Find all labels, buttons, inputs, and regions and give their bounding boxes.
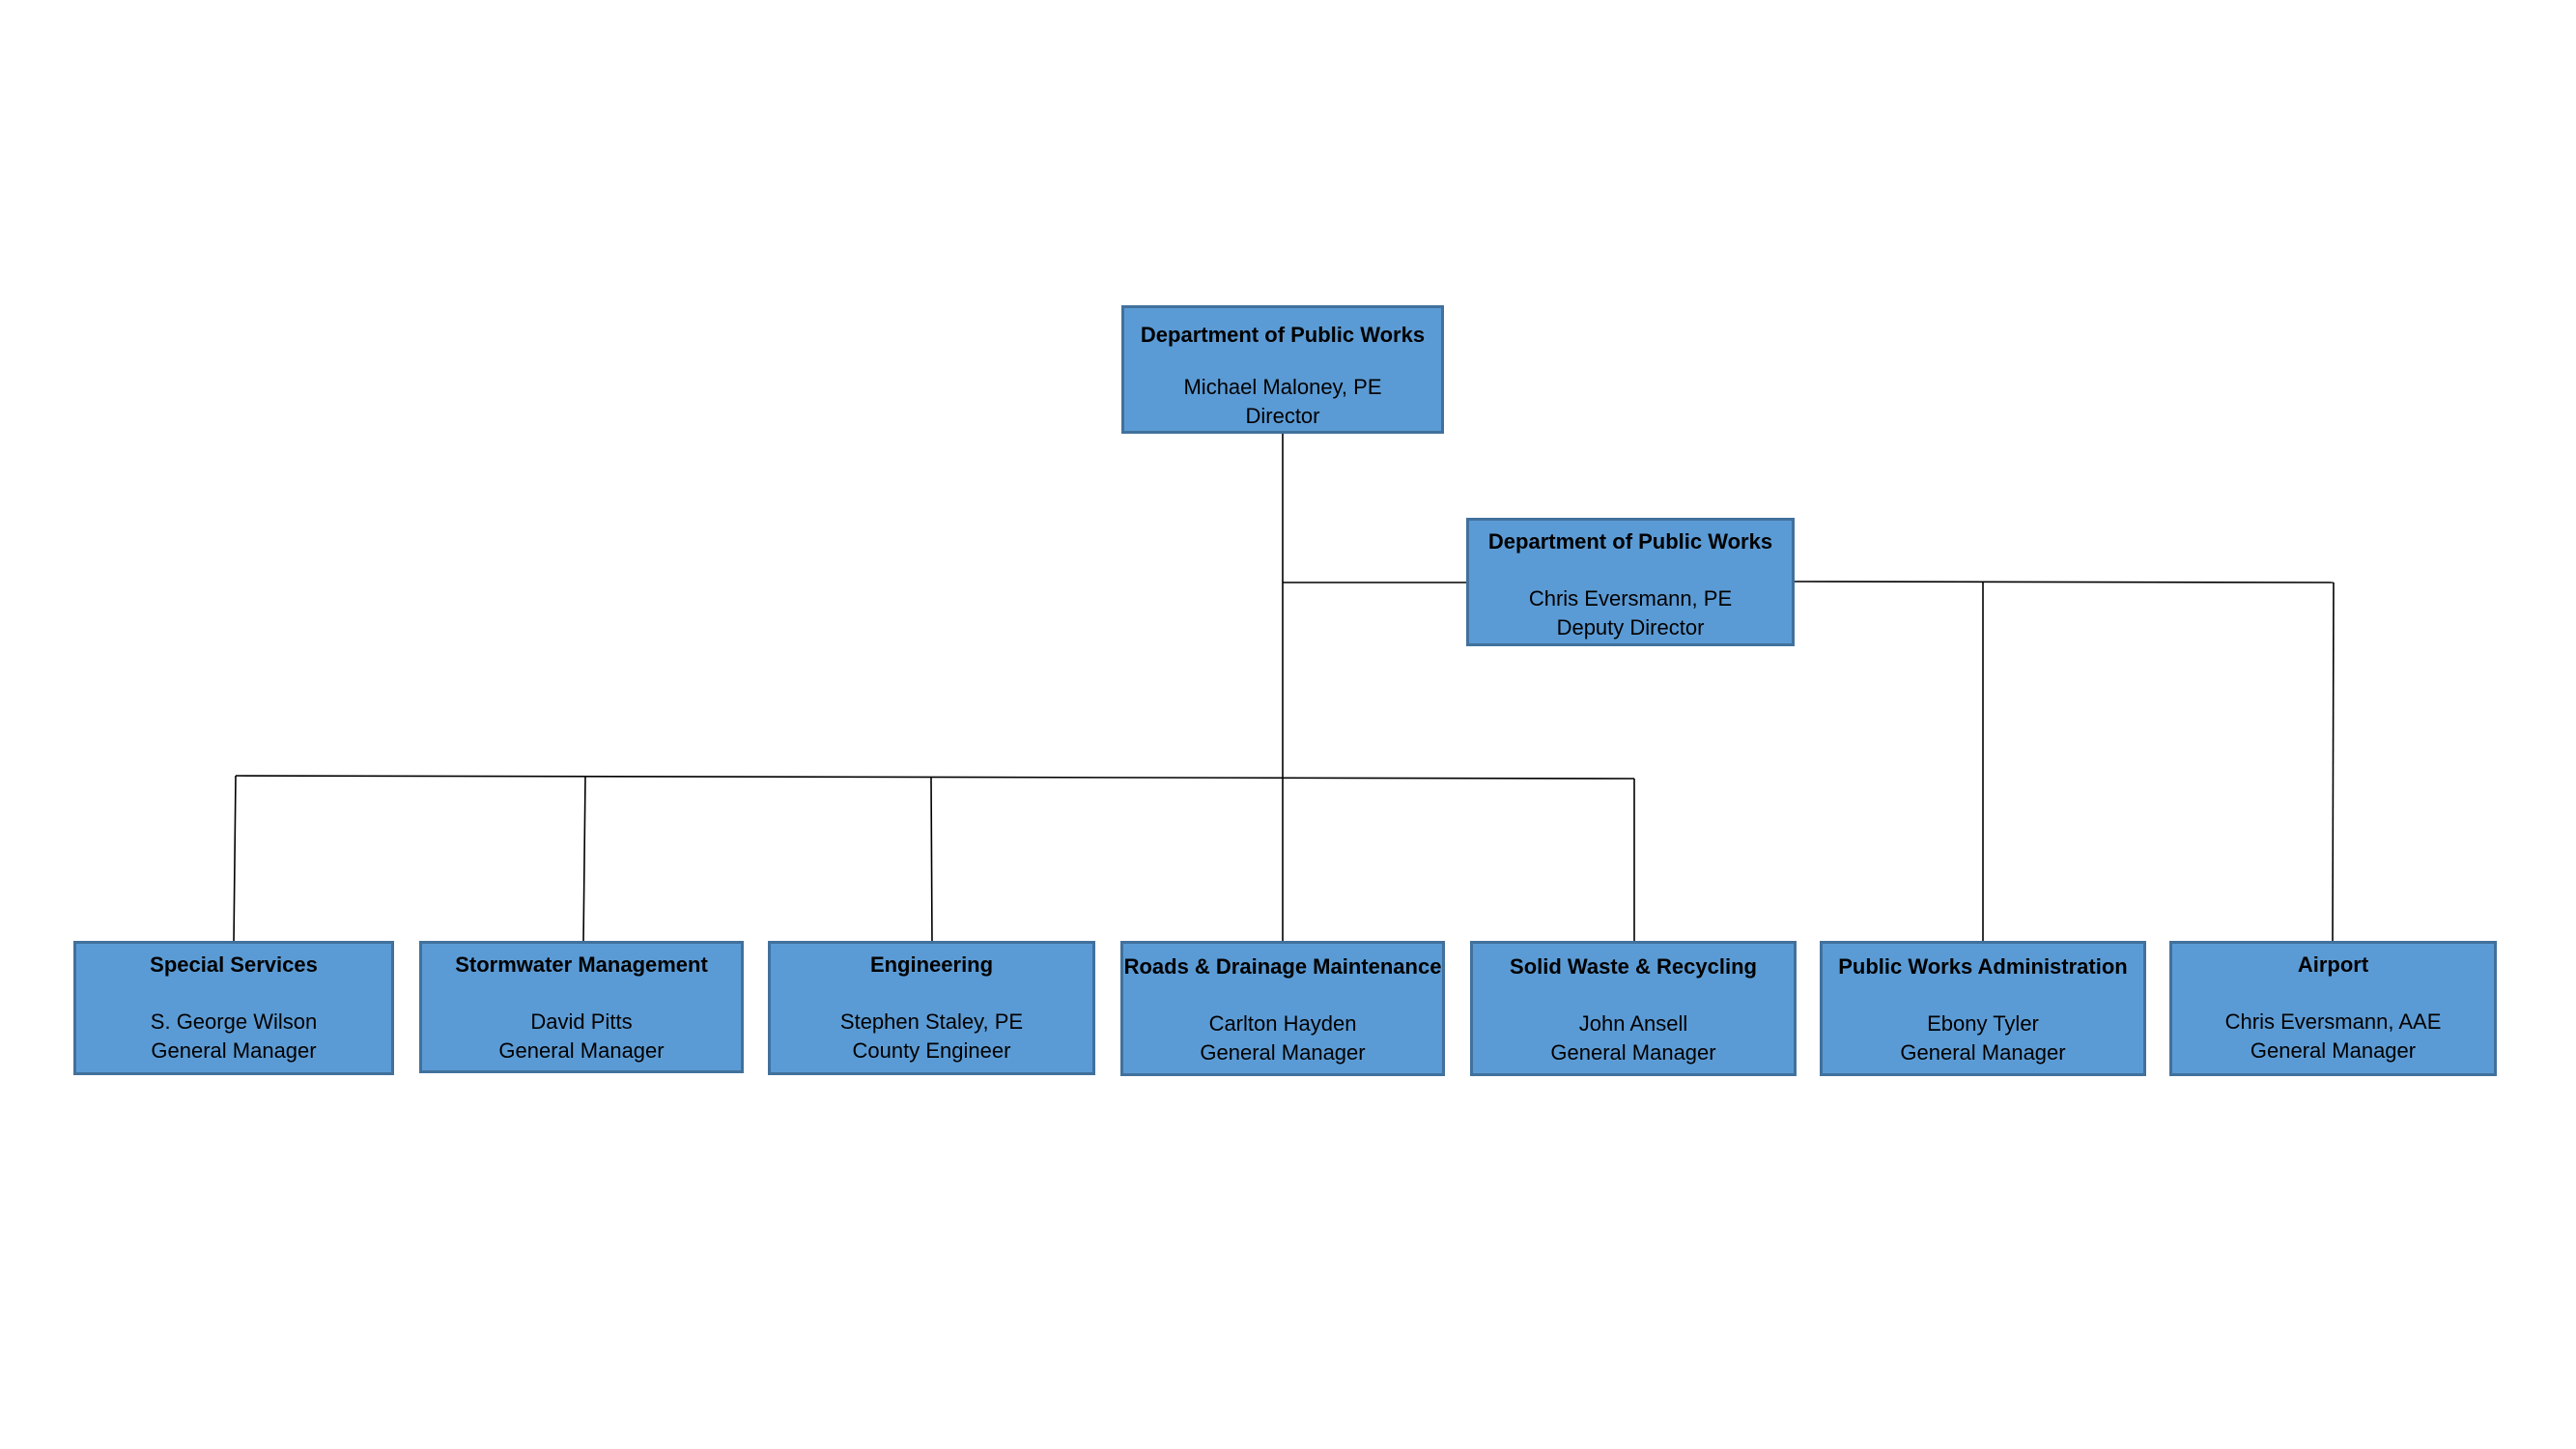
division-box-engineering: Engineering Stephen Staley, PE County En… — [768, 941, 1095, 1075]
division-unit-name: Airport — [2297, 952, 2369, 977]
division-person-name: Carlton Hayden — [1208, 1011, 1357, 1036]
director-box: Department of Public Works Michael Malon… — [1121, 305, 1444, 434]
division-box-special-services: Special Services S. George Wilson Genera… — [73, 941, 394, 1075]
division-role: General Manager — [151, 1038, 317, 1063]
division-box-solid-waste: Solid Waste & Recycling John Ansell Gene… — [1470, 941, 1797, 1076]
division-role: County Engineer — [852, 1038, 1011, 1063]
division-role: General Manager — [2250, 1038, 2417, 1063]
division-role: General Manager — [498, 1038, 665, 1063]
division-role: General Manager — [1900, 1040, 2066, 1065]
division-person-name: Chris Eversmann, AAE — [2224, 1009, 2442, 1034]
division-person-name: David Pitts — [530, 1009, 633, 1034]
division-unit-name: Public Works Administration — [1838, 954, 2128, 979]
deputy-director-box: Department of Public Works Chris Eversma… — [1466, 518, 1795, 646]
division-person-name: Ebony Tyler — [1927, 1011, 2039, 1036]
division-unit-name: Solid Waste & Recycling — [1510, 954, 1757, 979]
division-unit-name: Roads & Drainage Maintenance — [1123, 954, 1442, 979]
division-box-roads-drainage: Roads & Drainage Maintenance Carlton Hay… — [1120, 941, 1445, 1076]
division-role: General Manager — [1200, 1040, 1366, 1065]
drop-airport — [2332, 582, 2335, 945]
deputy-person-name: Chris Eversmann, PE — [1528, 586, 1733, 611]
division-box-airport: Airport Chris Eversmann, AAE General Man… — [2169, 941, 2497, 1076]
division-unit-name: Special Services — [150, 952, 318, 977]
division-box-pw-administration: Public Works Administration Ebony Tyler … — [1820, 941, 2146, 1076]
deputy-unit-name: Department of Public Works — [1487, 529, 1773, 554]
division-person-name: S. George Wilson — [150, 1009, 318, 1034]
director-person-name: Michael Maloney, PE — [1183, 375, 1382, 399]
division-role: General Manager — [1550, 1040, 1716, 1065]
division-box-stormwater-management: Stormwater Management David Pitts Genera… — [419, 941, 744, 1073]
deputy-role: Deputy Director — [1556, 615, 1705, 639]
director-unit-name: Department of Public Works — [1140, 323, 1426, 347]
division-bus-line — [235, 775, 1635, 780]
division-unit-name: Engineering — [869, 952, 994, 977]
division-unit-name: Stormwater Management — [455, 952, 708, 977]
drop-engineering — [930, 777, 933, 945]
division-person-name: Stephen Staley, PE — [839, 1009, 1024, 1034]
director-role: Director — [1245, 404, 1320, 428]
drop-special-services — [233, 775, 237, 945]
drop-stormwater — [582, 776, 586, 945]
division-person-name: John Ansell — [1578, 1011, 1688, 1036]
